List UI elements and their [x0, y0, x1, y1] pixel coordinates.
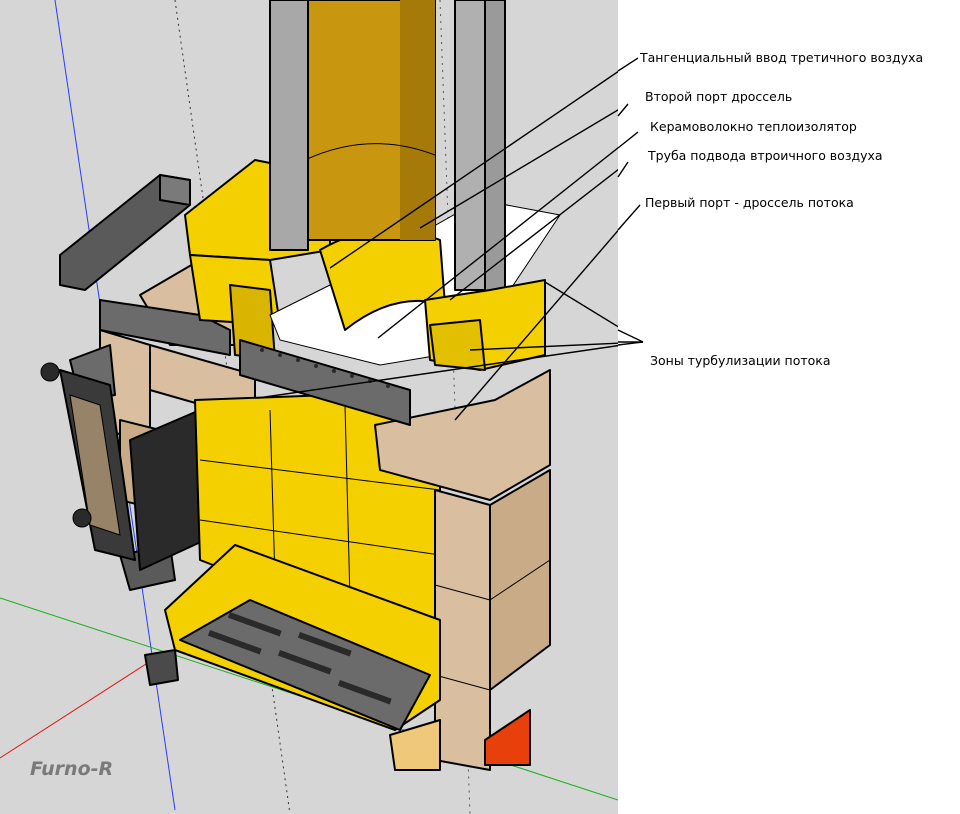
3d-viewport[interactable]: Furno-R	[0, 0, 618, 814]
label-second-port: Второй порт дроссель	[645, 89, 793, 104]
tan-column-top	[374, 369, 551, 501]
label-turbulence-zones: Зоны турбулизации потока	[650, 353, 831, 368]
bottom-tan-front	[389, 719, 441, 771]
door-glass	[69, 394, 121, 536]
label-secondary-air-pipe: Труба подвода втроичного воздуха	[648, 148, 883, 163]
ash-pit-red-block	[484, 709, 531, 766]
stove-cutaway-drawing	[0, 0, 618, 814]
flue-pipe-shade	[400, 0, 435, 240]
first-port-grate-bar	[239, 339, 411, 426]
ash-grate-slots	[207, 612, 392, 705]
steel-foot-left	[144, 649, 179, 686]
watermark: Furno-R	[30, 758, 114, 780]
door-hinge-top-icon	[40, 362, 60, 382]
axis-red	[0, 654, 161, 759]
steel-bar-top-face	[159, 174, 191, 206]
secondary-air-pipe-left	[269, 0, 309, 251]
axis-dotted-right	[439, 0, 471, 814]
label-tertiary-air-inlet: Тангенциальный ввод третичного воздуха	[640, 50, 924, 65]
second-port-front	[429, 319, 486, 371]
door-hinge-bottom-icon	[72, 508, 92, 528]
tan-column	[434, 489, 491, 771]
label-first-port: Первый порт - дроссель потока	[645, 195, 854, 210]
label-ceramic-fiber: Керамоволокно теплоизолятор	[650, 119, 857, 134]
steel-bar-mid	[99, 299, 231, 356]
callout-leaders	[257, 70, 618, 421]
secondary-air-pipe-right-a	[454, 0, 486, 291]
